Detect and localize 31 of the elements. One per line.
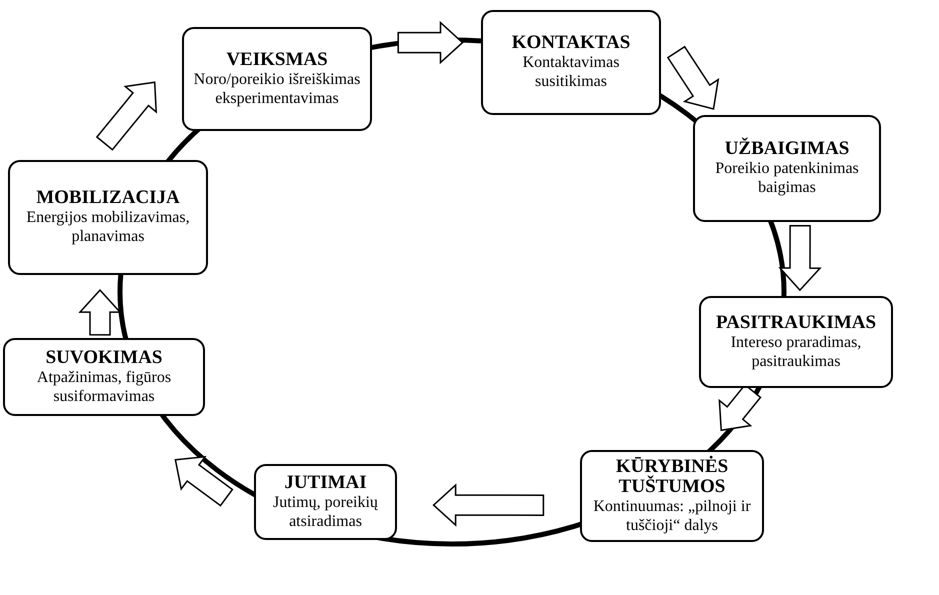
stage-box bbox=[699, 296, 893, 388]
stage-title: SUVOKIMAS bbox=[46, 348, 162, 368]
stage-box bbox=[481, 10, 661, 115]
block-arrow bbox=[397, 20, 464, 64]
stage-box bbox=[580, 450, 764, 542]
stage-description: Kontinuumas: „pilnoji ir tuščioji“ dalys bbox=[592, 496, 752, 536]
stage-box bbox=[254, 464, 397, 540]
block-arrow bbox=[778, 224, 822, 292]
stage-description: Poreikio patenkinimas baigimas bbox=[714, 159, 860, 198]
stage-description: Atpažinimas, figūros susiformavimas bbox=[36, 368, 172, 406]
stage-title: JUTIMAI bbox=[284, 472, 367, 493]
stage-description: Energijos mobilizavimas, planavimas bbox=[25, 208, 191, 247]
stage-box bbox=[693, 115, 881, 222]
stage-description: Noro/poreikio išreiškimas eksperimentavimas bbox=[192, 70, 362, 108]
stage-box bbox=[3, 338, 205, 416]
stage-description: Jutimų, poreikių atsiradimas bbox=[272, 492, 379, 532]
block-arrow bbox=[96, 81, 158, 151]
block-arrow bbox=[432, 483, 544, 527]
stage-description: Intereso praradimas, pasitraukimas bbox=[730, 332, 862, 372]
stage-title: KONTAKTAS bbox=[512, 33, 630, 54]
stage-description: Kontaktavimas susitikimas bbox=[522, 53, 620, 92]
stage-title: PASITRAUKIMAS bbox=[716, 312, 876, 333]
stage-title: KŪRYBINĖS TUŠTUMOS bbox=[614, 456, 730, 497]
block-arrow bbox=[666, 46, 720, 110]
block-arrow bbox=[78, 288, 122, 336]
stage-title: UŽBAIGIMAS bbox=[724, 139, 850, 160]
stage-box bbox=[182, 27, 372, 131]
block-arrow bbox=[174, 456, 234, 507]
stage-title: MOBILIZACIJA bbox=[36, 188, 180, 208]
stage-box bbox=[8, 160, 208, 275]
stage-title: VEIKSMAS bbox=[226, 50, 328, 70]
